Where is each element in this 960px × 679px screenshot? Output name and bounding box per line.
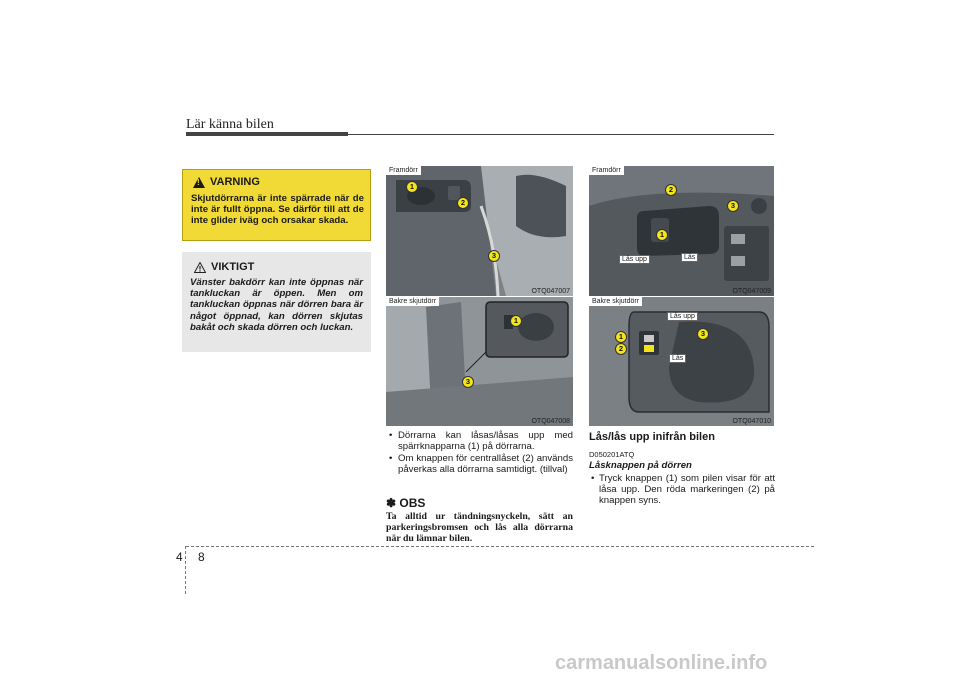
figure-code: OTQ047007 <box>531 288 570 295</box>
figure-front-door-lock-closeup: Framdörr 2 3 1 Lås upp Lås OTQ047009 <box>589 166 774 296</box>
marker-3: 3 <box>488 250 500 262</box>
obs-heading: ✽ OBS <box>386 496 426 510</box>
footer-margin-rule <box>185 546 186 594</box>
list-item: Om knappen för centrallåset (2) används … <box>386 453 573 475</box>
section-code: D050201ATQ <box>589 450 635 459</box>
figure-rear-door-lock: Bakre skjutdörr 1 3 OTQ047008 <box>386 297 573 426</box>
header-rule-thin <box>348 133 774 135</box>
list-item: Tryck knappen (1) som pilen visar för at… <box>589 473 775 506</box>
warning-title: VARNING <box>210 176 260 188</box>
label-lock: Lås <box>669 354 687 363</box>
warning-text: Skjutdörrarna är inte spärrade när de in… <box>191 193 364 227</box>
figure-rear-door-lock-closeup: Bakre skjutdörr Lås upp 1 2 3 Lås OTQ047… <box>589 297 774 426</box>
marker-3: 3 <box>462 376 474 388</box>
marker-2: 2 <box>665 184 677 196</box>
bullet-list: Dörrarna kan låsas/låsas upp med spärrkn… <box>386 430 573 476</box>
figure-tag: Bakre skjutdörr <box>589 297 643 306</box>
caution-triangle-icon <box>194 261 206 273</box>
figure-code: OTQ047008 <box>531 418 570 425</box>
list-item: Dörrarna kan låsas/låsas upp med spärrkn… <box>386 430 573 452</box>
figure-code: OTQ047010 <box>732 418 771 425</box>
figure-tag: Framdörr <box>386 166 421 175</box>
marker-1: 1 <box>406 181 418 193</box>
marker-3: 3 <box>697 328 709 340</box>
warning-box: VARNING Skjutdörrarna är inte spärrade n… <box>182 169 371 241</box>
page-number: 4 8 <box>176 550 211 564</box>
chapter-title: Lär känna bilen <box>186 117 274 132</box>
marker-1: 1 <box>510 315 522 327</box>
marker-2: 2 <box>457 197 469 209</box>
notice-text: Vänster bakdörr kan inte öppnas när tank… <box>190 277 363 333</box>
figure-tag: Bakre skjutdörr <box>386 297 440 306</box>
notice-heading: VIKTIGT <box>194 261 254 273</box>
section-bullet-list: Tryck knappen (1) som pilen visar för at… <box>589 473 775 506</box>
notice-box: VIKTIGT Vänster bakdörr kan inte öppnas … <box>182 252 371 352</box>
warning-triangle-icon <box>193 176 205 188</box>
label-unlock: Lås upp <box>619 255 650 264</box>
marker-1: 1 <box>615 331 627 343</box>
watermark: carmanualsonline.info <box>555 652 768 674</box>
figure-code: OTQ047009 <box>732 288 771 295</box>
figure-tag: Framdörr <box>589 166 624 175</box>
footer-rule <box>186 546 814 547</box>
obs-text: Ta alltid ur tändningsnyckeln, sätt an p… <box>386 511 573 544</box>
label-unlock: Lås upp <box>667 312 698 321</box>
section-title: Lås/lås upp inifrån bilen <box>589 431 715 443</box>
section-subtitle: Låsknappen på dörren <box>589 460 692 471</box>
marker-2: 2 <box>615 343 627 355</box>
marker-3: 3 <box>727 200 739 212</box>
header-rule-thick <box>186 132 348 136</box>
label-lock: Lås <box>681 253 699 262</box>
notice-title: VIKTIGT <box>211 261 255 273</box>
figure-front-door-lock: Framdörr 1 2 3 OTQ047007 <box>386 166 573 296</box>
warning-heading: VARNING <box>193 176 260 188</box>
marker-1: 1 <box>656 229 668 241</box>
